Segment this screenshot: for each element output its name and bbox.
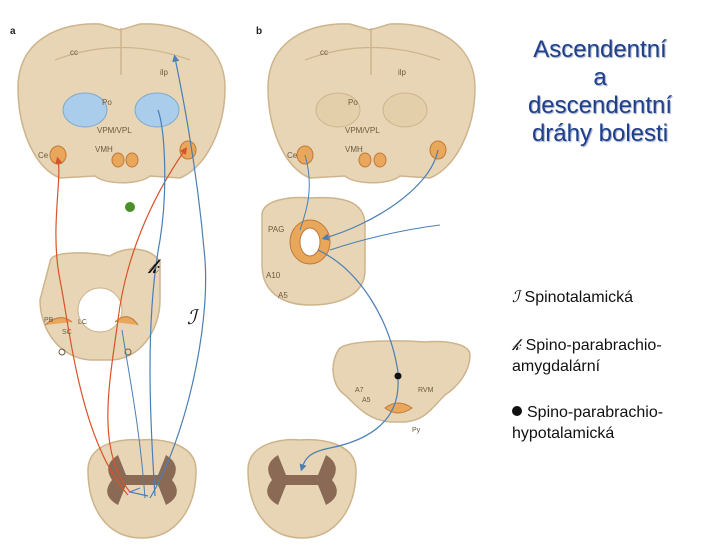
pain-pathways-figure: cc ilp Po VPM/VPL VMH Ce PB LC SC — [10, 23, 476, 539]
pathway-red-2-a — [55, 156, 129, 496]
label-lc-a: LC — [78, 319, 87, 326]
label-py: Py — [412, 427, 421, 434]
pathway-diagram: cc ilp Po VPM/VPL VMH Ce PB LC SC — [17, 23, 476, 539]
medulla-section-b — [332, 340, 471, 423]
brain-section-b — [267, 23, 476, 184]
pathway-blue-pag-b — [329, 224, 441, 251]
legend-label: Spino-parabrachio-hypotalamická — [512, 404, 664, 442]
nucleus-vmh-right-a — [125, 152, 139, 168]
label-pb-a: PB — [44, 317, 54, 324]
brain-section-a — [17, 23, 226, 184]
spinal-cord-b — [247, 438, 357, 539]
label-sc-a: SC — [62, 329, 72, 336]
label-po-b: Po — [348, 98, 358, 107]
label-ce-a: Ce — [38, 151, 49, 160]
label-a10: A10 — [266, 271, 281, 280]
nucleus-vmh-left-a — [111, 152, 125, 168]
panel-label-b: b — [256, 26, 263, 37]
label-vpm-vpl-b: VPM/VPL — [345, 126, 380, 135]
label-ilp-a: ilp — [160, 68, 169, 77]
pathway-marker-dot — [125, 202, 135, 212]
label-rvm: RVM — [418, 387, 434, 394]
legend-symbol-k: 𝓀 — [512, 335, 521, 354]
label-vmh-b: VMH — [345, 145, 363, 154]
pathway-blue-pag-rvm — [317, 249, 399, 373]
label-vmh-a: VMH — [95, 145, 113, 154]
pathway-blue-2-a — [149, 109, 166, 497]
pathway-blue-1-a — [149, 54, 207, 499]
thalamus-right-a — [134, 92, 180, 128]
pathway-marker-j: ℐ — [187, 305, 197, 329]
legend-label: Spino-parabrachio-amygdalární — [512, 337, 662, 375]
pathway-marker-k: 𝓀 — [148, 254, 159, 278]
label-a7: A7 — [355, 387, 364, 394]
label-cc-b: cc — [320, 48, 328, 57]
panel-label-a: a — [10, 26, 16, 37]
label-ilp-b: ilp — [398, 68, 407, 77]
legend-dot-icon — [512, 406, 522, 416]
label-vpm-vpl-a: VPM/VPL — [97, 126, 132, 135]
pathway-blue-rvm-cord — [299, 379, 399, 472]
pathway-blue-ce-pag — [321, 149, 439, 241]
spinal-cord-a — [87, 438, 197, 539]
label-po-a: Po — [102, 98, 112, 107]
legend-label: Spinotalamická — [524, 289, 634, 306]
pathway-blue-ce-left — [299, 154, 310, 231]
label-cc-a: cc — [70, 48, 78, 57]
label-pag: PAG — [268, 225, 284, 234]
nucleus-ce-right-a — [179, 140, 197, 160]
legend-symbol-j: ℐ — [512, 287, 520, 306]
legend-item-hypotalamicka: Spino-parabrachio-hypotalamická — [512, 402, 717, 444]
thalamus-left-a — [62, 92, 108, 128]
label-a5-medulla: A5 — [362, 397, 371, 404]
pathway-red-1-a — [107, 147, 188, 493]
slide-title: Ascendentní a descendentní dráhy bolesti — [527, 36, 673, 147]
label-ce-b: Ce — [287, 151, 298, 160]
label-a5: A5 — [278, 291, 288, 300]
pathway-blue-3-a — [121, 329, 146, 499]
